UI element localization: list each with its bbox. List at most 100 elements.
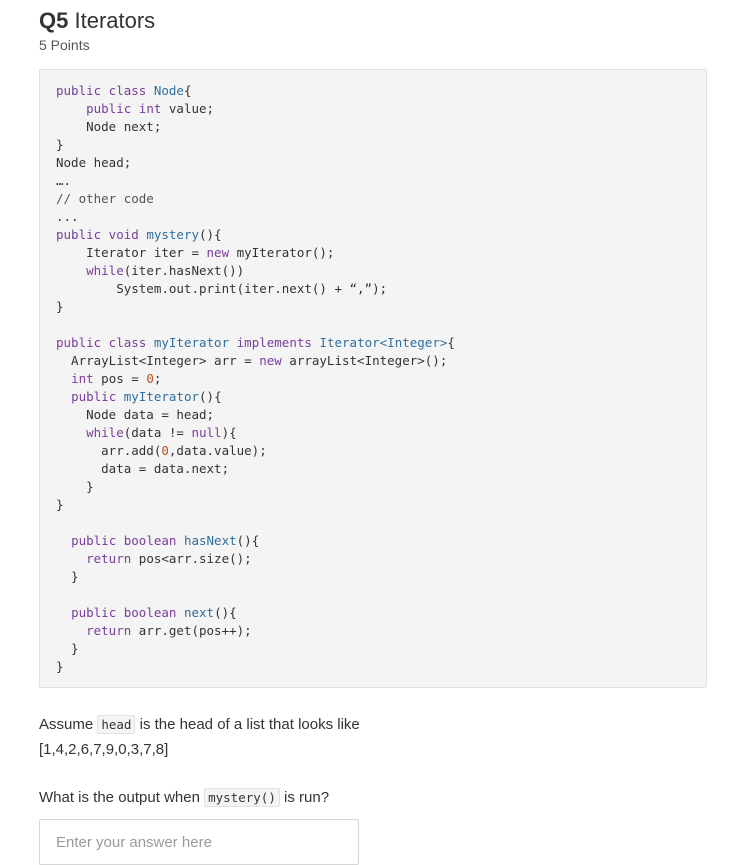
question-title: Q5 Iterators — [39, 6, 155, 36]
code-line: } — [56, 496, 706, 514]
code-line: } — [56, 568, 706, 586]
code-token: int — [71, 371, 94, 386]
code-line: } — [56, 478, 706, 496]
code-token: } — [56, 641, 79, 656]
code-line: } — [56, 658, 706, 676]
question-number: Q5 — [39, 8, 69, 33]
code-line: data = data.next; — [56, 460, 706, 478]
code-token: hasNext — [183, 533, 237, 548]
code-line: public class myIterator implements Itera… — [56, 334, 706, 352]
code-token: Node head; — [56, 155, 132, 170]
code-token: Node next; — [56, 119, 162, 134]
code-token: } — [56, 659, 64, 674]
code-token: (data != — [123, 425, 192, 440]
code-token: System.out.print(iter.next() + “,”); — [56, 281, 388, 296]
code-token: public boolean — [71, 533, 184, 548]
code-listing: public class Node{ public int value; Nod… — [40, 70, 706, 676]
question-points: 5 Points — [39, 37, 90, 53]
code-line: …. — [56, 172, 706, 190]
code-line: Iterator iter = new myIterator(); — [56, 244, 706, 262]
code-line: public void mystery(){ — [56, 226, 706, 244]
code-line: // other code — [56, 190, 706, 208]
code-token: myIterator — [153, 335, 237, 350]
code-token: // other code — [56, 191, 154, 206]
code-token: data = data.next; — [56, 461, 230, 476]
code-token — [56, 389, 71, 404]
code-line: } — [56, 298, 706, 316]
question-title-text: Iterators — [74, 8, 156, 33]
code-token — [56, 605, 71, 620]
code-line: } — [56, 136, 706, 154]
code-line: return arr.get(pos++); — [56, 622, 706, 640]
code-line: public boolean next(){ — [56, 604, 706, 622]
code-token — [56, 533, 71, 548]
question-suffix: is run? — [284, 789, 330, 806]
code-token: arrayList<Integer>(); — [281, 353, 448, 368]
code-token: return — [86, 623, 132, 638]
code-token: new — [259, 353, 282, 368]
code-token: mystery — [146, 227, 199, 242]
code-token: myIterator — [123, 389, 200, 404]
code-block: public class Node{ public int value; Nod… — [39, 69, 707, 688]
code-token: pos<arr.size(); — [131, 551, 252, 566]
code-line — [56, 514, 706, 532]
code-token: ,data.value); — [168, 443, 267, 458]
code-token: while — [86, 425, 124, 440]
code-token: public void — [56, 227, 147, 242]
code-token: (){ — [214, 605, 237, 620]
code-token: { — [447, 335, 455, 350]
answer-input[interactable] — [39, 819, 359, 865]
code-token: myIterator(); — [229, 245, 335, 260]
code-token: (){ — [236, 533, 260, 548]
code-token — [56, 263, 86, 278]
code-token: public int — [86, 101, 162, 116]
code-token — [56, 371, 71, 386]
code-token: next — [183, 605, 215, 620]
head-inline-code: head — [97, 715, 136, 734]
code-token: pos = — [93, 371, 147, 386]
code-token — [56, 623, 86, 638]
code-token: ){ — [221, 425, 237, 440]
list-values: [1,4,2,6,7,9,0,3,7,8] — [39, 741, 169, 758]
code-token: ArrayList<Integer> arr = — [56, 353, 260, 368]
code-token: ... — [56, 209, 79, 224]
code-line: public myIterator(){ — [56, 388, 706, 406]
code-line: ArrayList<Integer> arr = new arrayList<I… — [56, 352, 706, 370]
code-token: } — [56, 569, 79, 584]
code-token: public class — [56, 335, 154, 350]
code-token: value; — [161, 101, 215, 116]
code-token — [56, 101, 86, 116]
code-token: implements — [236, 335, 320, 350]
code-line: int pos = 0; — [56, 370, 706, 388]
code-token: } — [56, 137, 64, 152]
code-token: 0 — [146, 371, 154, 386]
code-token: } — [56, 299, 64, 314]
code-line: Node head; — [56, 154, 706, 172]
code-line: Node next; — [56, 118, 706, 136]
code-token: null — [191, 425, 222, 440]
assume-line: Assume head is the head of a list that l… — [39, 713, 360, 737]
code-token — [56, 425, 86, 440]
code-token: new — [206, 245, 230, 260]
code-token: public class — [56, 83, 154, 98]
code-token: (iter.hasNext()) — [123, 263, 245, 278]
code-token: (){ — [199, 227, 222, 242]
code-line — [56, 316, 706, 334]
code-token: while — [86, 263, 124, 278]
code-line: return pos<arr.size(); — [56, 550, 706, 568]
code-token: 0 — [161, 443, 169, 458]
code-line: ... — [56, 208, 706, 226]
code-line: System.out.print(iter.next() + “,”); — [56, 280, 706, 298]
code-token: arr.get(pos++); — [131, 623, 252, 638]
code-line: Node data = head; — [56, 406, 706, 424]
code-token: ; — [153, 371, 162, 386]
code-token: { — [183, 83, 192, 98]
question-header: Q5 Iterators 5 Points — [39, 6, 155, 54]
question-line: What is the output when mystery() is run… — [39, 786, 329, 810]
mystery-inline-code: mystery() — [204, 788, 280, 807]
code-token: } — [56, 497, 64, 512]
assume-suffix: is the head of a list that looks like — [139, 716, 360, 733]
code-line: public int value; — [56, 100, 706, 118]
code-token: } — [56, 479, 94, 494]
code-token: arr.add( — [56, 443, 162, 458]
